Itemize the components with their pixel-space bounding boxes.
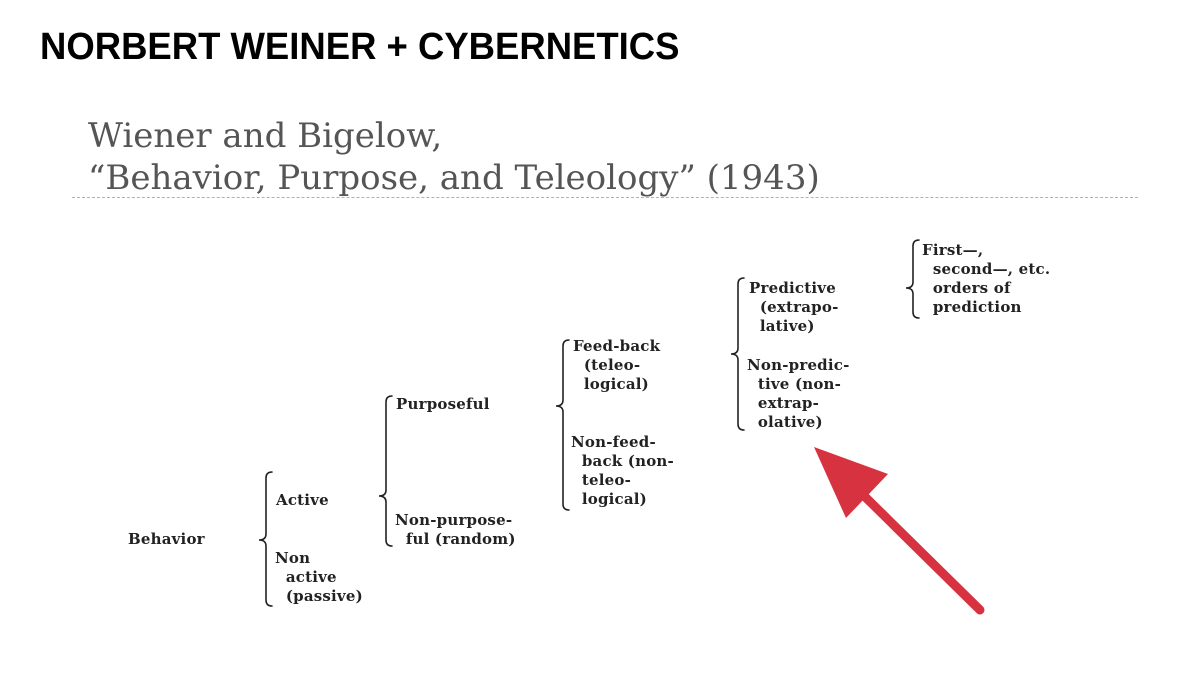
brace-behavior (258, 471, 273, 607)
brace-predictive (905, 239, 920, 319)
paper-title-line-2: “Behavior, Purpose, and Teleology” (1943… (88, 158, 820, 198)
node-feedback: Feed-back (teleo- logical) (573, 337, 661, 393)
node-non-purposeful: Non-purpose- ful (random) (395, 511, 516, 548)
node-purposeful: Purposeful (396, 395, 490, 413)
node-predictive: Predictive (extrapo- lative) (749, 279, 839, 335)
node-behavior: Behavior (128, 530, 205, 548)
title-divider (72, 197, 1138, 198)
brace-purposeful (555, 339, 570, 511)
pointer-arrow-icon (814, 447, 985, 615)
node-non-active: Non active (passive) (275, 549, 363, 605)
slide-title: NORBERT WEINER + CYBERNETICS (40, 26, 680, 68)
node-orders-of-prediction: First—, second—, etc. orders of predicti… (922, 241, 1051, 316)
node-active: Active (276, 491, 329, 509)
brace-active (378, 395, 393, 547)
node-non-predictive: Non-predic- tive (non- extrap- olative) (747, 356, 850, 431)
paper-title-line-1: Wiener and Bigelow, (88, 116, 443, 156)
brace-feedback (730, 277, 745, 431)
node-non-feedback: Non-feed- back (non- teleo- logical) (571, 433, 674, 508)
